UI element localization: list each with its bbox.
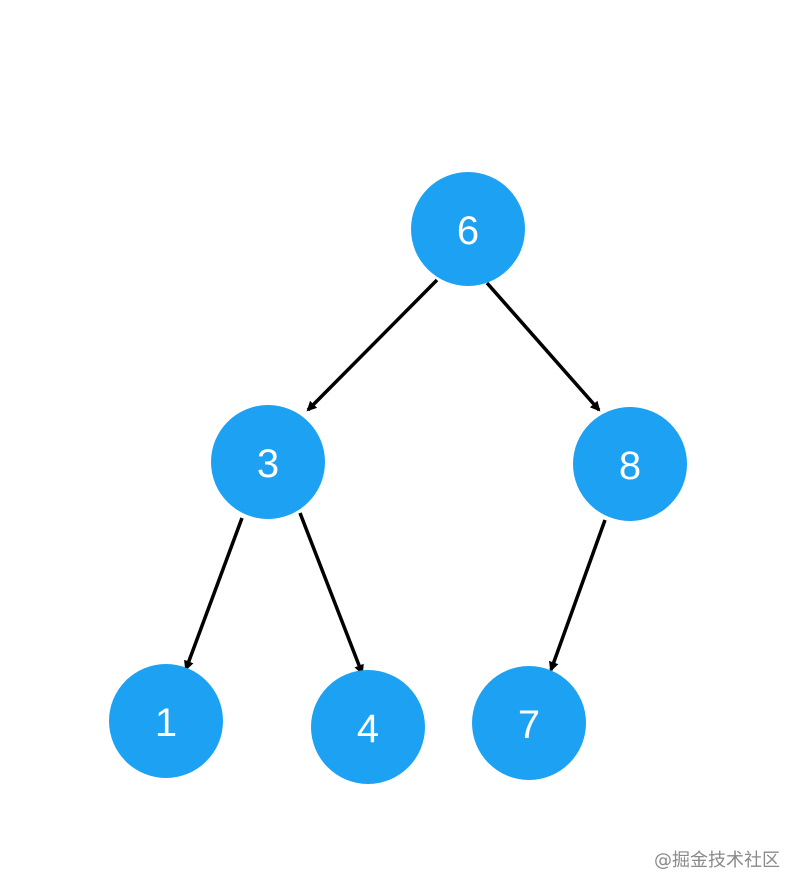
edge-3-to-4 [298,512,364,675]
edge-8-to-7 [549,519,607,672]
tree-node-4: 4 [311,670,425,784]
edges [184,278,607,675]
node-label: 8 [619,444,641,488]
node-label: 3 [257,442,279,486]
node-circle [411,172,525,286]
node-circle [472,666,586,780]
node-circle [211,405,325,519]
node-circle [109,664,223,778]
tree-node-6: 6 [411,172,525,286]
node-label: 1 [155,701,177,745]
edge-6-to-3 [306,278,439,412]
tree-node-1: 1 [109,664,223,778]
node-label: 7 [518,703,540,747]
edge-6-to-8 [485,281,601,412]
tree-node-7: 7 [472,666,586,780]
edge-3-to-1 [184,517,244,671]
node-label: 6 [457,209,479,253]
node-circle [311,670,425,784]
watermark-text: @掘金技术社区 [654,850,780,871]
tree-node-3: 3 [211,405,325,519]
tree-node-8: 8 [573,407,687,521]
node-label: 4 [357,707,379,751]
node-circle [573,407,687,521]
